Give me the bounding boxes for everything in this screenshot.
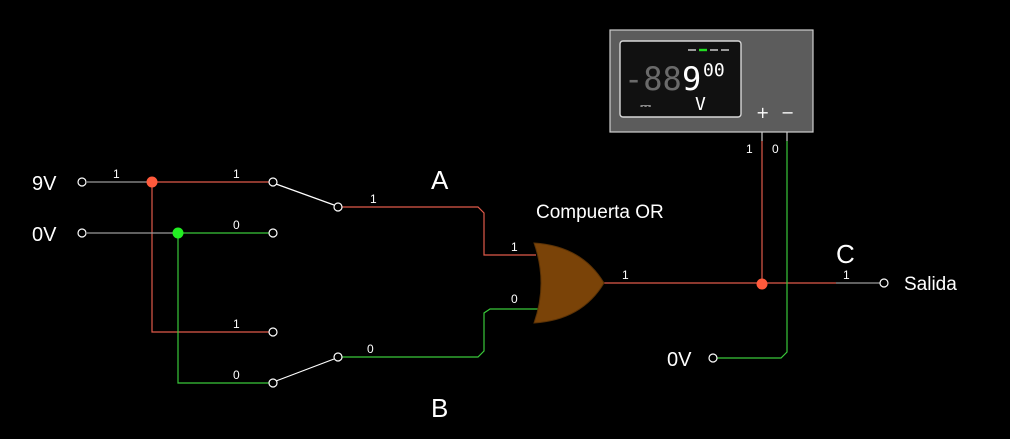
bit-meter-plus: 1: [746, 142, 753, 156]
terminal-9v[interactable]: [77, 177, 87, 187]
switch-b-blade: [275, 358, 335, 382]
switch-a-common: [333, 202, 343, 212]
bit-switch-a-out: 1: [370, 192, 377, 206]
bit-9v-rail: 1: [113, 167, 120, 181]
bit-meter-minus: 0: [772, 142, 779, 156]
meter-plus-label: +: [756, 103, 769, 122]
terminal-meter-0v[interactable]: [708, 353, 718, 363]
meter-screen: [619, 40, 742, 118]
bit-switch-a-high: 1: [233, 167, 240, 181]
multimeter[interactable]: -88 9 00 ⎓ V + −: [609, 29, 814, 141]
switch-a-name: A: [431, 165, 449, 195]
junction-9v: [146, 176, 158, 188]
bit-switch-b-high: 1: [233, 317, 240, 331]
switch-b-contact-low: [268, 378, 278, 388]
meter-value-digit: 9: [682, 60, 701, 98]
switch-b[interactable]: [268, 327, 343, 388]
wire-meter-minus: [716, 141, 788, 359]
meter-unit: V: [695, 94, 706, 115]
meter-minus-label: −: [781, 103, 794, 122]
or-gate-body: [533, 242, 605, 324]
switch-a[interactable]: [268, 177, 343, 238]
junction-output: [756, 278, 768, 290]
bit-switch-a-low: 0: [233, 218, 240, 232]
terminal-0v[interactable]: [77, 228, 87, 238]
switch-a-blade: [275, 183, 335, 206]
wire-switch-a-to-gate: [338, 206, 536, 256]
output-label: Salida: [904, 274, 957, 295]
source-0v-label: 0V: [32, 224, 57, 246]
switch-b-name: B: [431, 393, 448, 423]
source-9v-label: 9V: [32, 173, 57, 195]
switch-b-contact-high: [268, 327, 278, 337]
bit-gate-output: 1: [622, 268, 629, 282]
terminal-salida[interactable]: [879, 278, 889, 288]
wire-switch-b-to-gate: [338, 308, 538, 358]
bit-gate-input-a: 1: [511, 240, 518, 254]
output-name: C: [836, 239, 855, 269]
or-gate[interactable]: [533, 242, 605, 324]
meter-dc-symbol: ⎓: [640, 98, 651, 114]
switch-a-contact-low: [268, 228, 278, 238]
bit-gate-input-b: 0: [511, 292, 518, 306]
meter-ghost-digits: -88: [624, 60, 682, 98]
wire-9v-to-switch-b: [151, 182, 270, 333]
bit-switch-b-out: 0: [367, 342, 374, 356]
wire-0v-to-switch-b: [177, 233, 270, 384]
switch-b-common: [333, 352, 343, 362]
meter-decimals: 00: [703, 60, 725, 81]
switch-a-contact-high: [268, 177, 278, 187]
meter-0v-label: 0V: [667, 349, 692, 371]
junction-0v: [172, 227, 184, 239]
bit-output: 1: [843, 268, 850, 282]
bit-switch-b-low: 0: [233, 368, 240, 382]
gate-title: Compuerta OR: [536, 202, 664, 223]
